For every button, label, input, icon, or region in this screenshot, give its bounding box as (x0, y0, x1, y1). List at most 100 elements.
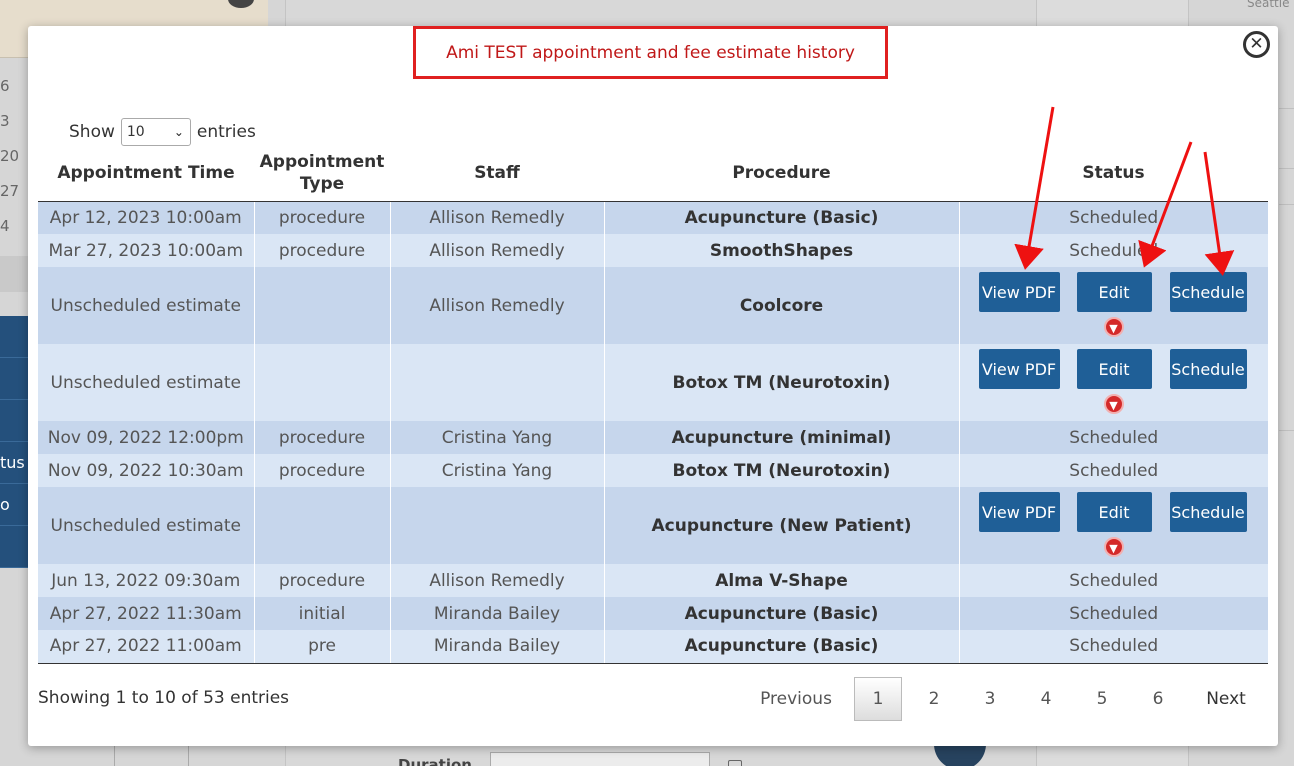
modal-title: Ami TEST appointment and fee estimate hi… (446, 42, 855, 63)
background-divider (1279, 168, 1294, 169)
arrow-down-circle-icon[interactable]: ▼ (1103, 317, 1124, 337)
cell-status: Scheduled (959, 630, 1268, 664)
cell-procedure: Acupuncture (Basic) (604, 597, 960, 630)
background-menu: tus o (0, 316, 28, 568)
estimate-actions: View PDF Edit Schedule ▼ (966, 487, 1263, 564)
background-menu-item (0, 358, 28, 400)
background-divider (1279, 430, 1294, 431)
table-row: Nov 09, 2022 12:00pm procedure Cristina … (38, 421, 1268, 454)
pagination-page-current[interactable]: 1 (854, 677, 902, 721)
table-row: Nov 09, 2022 10:30am procedure Cristina … (38, 454, 1268, 487)
background-number: 6 (0, 77, 10, 95)
cell-procedure: Acupuncture (Basic) (604, 201, 960, 234)
modal-title-box: Ami TEST appointment and fee estimate hi… (413, 26, 888, 79)
pagination-page[interactable]: 5 (1096, 689, 1108, 709)
page-size-value: 10 (126, 124, 145, 140)
background-menu-item (0, 526, 28, 568)
view-pdf-button[interactable]: View PDF (978, 272, 1060, 312)
cell-procedure: Acupuncture (minimal) (604, 421, 960, 454)
edit-button[interactable]: Edit (1076, 349, 1152, 389)
edit-button[interactable]: Edit (1076, 492, 1152, 532)
pagination-page[interactable]: 2 (928, 689, 940, 709)
background-number: 4 (0, 217, 10, 235)
table-row: Apr 12, 2023 10:00am procedure Allison R… (38, 201, 1268, 234)
cell-staff: Allison Remedly (390, 201, 605, 234)
cell-procedure: Alma V-Shape (604, 564, 960, 597)
cell-time: Unscheduled estimate (38, 344, 255, 421)
cell-time: Nov 09, 2022 12:00pm (38, 421, 255, 454)
arrow-down-circle-icon[interactable]: ▼ (1103, 537, 1124, 557)
background-location-text: Seattle (1247, 0, 1290, 10)
cell-time: Apr 27, 2022 11:30am (38, 597, 255, 630)
cell-type: procedure (254, 454, 391, 487)
schedule-button[interactable]: Schedule (1169, 492, 1247, 532)
page-size-select[interactable]: 10 ⌄ (120, 118, 191, 146)
cell-staff (390, 344, 605, 421)
cell-procedure: Botox TM (Neurotoxin) (604, 344, 960, 421)
background-duration-label: Duration (398, 756, 472, 766)
cell-type: procedure (254, 234, 391, 267)
cell-procedure: Botox TM (Neurotoxin) (604, 454, 960, 487)
schedule-button[interactable]: Schedule (1169, 349, 1247, 389)
cell-procedure: SmoothShapes (604, 234, 960, 267)
pagination-page[interactable]: 4 (1040, 689, 1052, 709)
cell-type (254, 267, 391, 344)
cell-type: pre (254, 630, 391, 664)
view-pdf-button[interactable]: View PDF (978, 349, 1060, 389)
background-menu-item: o (0, 484, 28, 526)
cell-time: Unscheduled estimate (38, 267, 255, 344)
cell-status: Scheduled (1069, 603, 1159, 624)
cell-status: Scheduled (1069, 427, 1159, 448)
close-icon[interactable]: ✕ (1243, 31, 1270, 58)
cell-staff: Cristina Yang (390, 454, 605, 487)
background-divider (1279, 108, 1294, 109)
estimate-actions: View PDF Edit Schedule ▼ (966, 344, 1263, 421)
background-menu-item: tus (0, 442, 28, 484)
pagination: Previous 1 2 3 4 5 6 Next (738, 677, 1266, 721)
cell-staff: Miranda Bailey (390, 597, 605, 630)
cell-status: Scheduled (1069, 240, 1159, 261)
table-row: Apr 27, 2022 11:00am pre Miranda Bailey … (38, 630, 1268, 664)
table-header-row: Appointment Time Appointment Type Staff … (38, 146, 1268, 202)
background-gray-bar (0, 256, 28, 292)
background-checkbox (728, 760, 742, 766)
edit-button[interactable]: Edit (1076, 272, 1152, 312)
cell-time: Apr 27, 2022 11:00am (38, 630, 255, 664)
table-row: Unscheduled estimate Allison Remedly Coo… (38, 267, 1268, 344)
cell-time: Nov 09, 2022 10:30am (38, 454, 255, 487)
cell-type: procedure (254, 564, 391, 597)
background-number: 20 (0, 147, 20, 165)
cell-status: Scheduled (1069, 207, 1159, 228)
pagination-page[interactable]: 6 (1152, 689, 1164, 709)
entries-label: entries (196, 122, 256, 142)
cell-status: Scheduled (1069, 570, 1159, 591)
table-row: Jun 13, 2022 09:30am procedure Allison R… (38, 564, 1268, 597)
table-row: Mar 27, 2023 10:00am procedure Allison R… (38, 234, 1268, 267)
cell-time: Jun 13, 2022 09:30am (38, 564, 255, 597)
cell-type: procedure (254, 201, 391, 234)
cell-actions: View PDF Edit Schedule ▼ (959, 267, 1268, 344)
cell-actions: View PDF Edit Schedule ▼ (959, 487, 1268, 564)
column-header-appointment-time[interactable]: Appointment Time (38, 146, 254, 202)
table-row: Apr 27, 2022 11:30am initial Miranda Bai… (38, 597, 1268, 630)
background-number-list: 6 3 20 27 4 (0, 76, 28, 251)
table-row: Unscheduled estimate Acupuncture (New Pa… (38, 487, 1268, 564)
column-header-appointment-type[interactable]: Appointment Type (254, 146, 390, 202)
pagination-page[interactable]: 3 (984, 689, 996, 709)
background-divider (1279, 204, 1294, 205)
estimate-actions: View PDF Edit Schedule ▼ (966, 267, 1263, 344)
cell-staff (390, 487, 605, 564)
schedule-button[interactable]: Schedule (1169, 272, 1247, 312)
cell-type: initial (254, 597, 391, 630)
cell-type (254, 487, 391, 564)
pagination-next[interactable]: Next (1206, 689, 1246, 709)
background-divider (188, 745, 189, 766)
pagination-previous[interactable]: Previous (760, 689, 832, 709)
column-header-staff[interactable]: Staff (390, 146, 604, 202)
column-header-procedure[interactable]: Procedure (604, 146, 959, 202)
background-number: 27 (0, 182, 20, 200)
arrow-down-circle-icon[interactable]: ▼ (1103, 394, 1124, 414)
column-header-status[interactable]: Status (959, 146, 1268, 202)
view-pdf-button[interactable]: View PDF (978, 492, 1060, 532)
chevron-down-icon: ⌄ (173, 125, 184, 139)
